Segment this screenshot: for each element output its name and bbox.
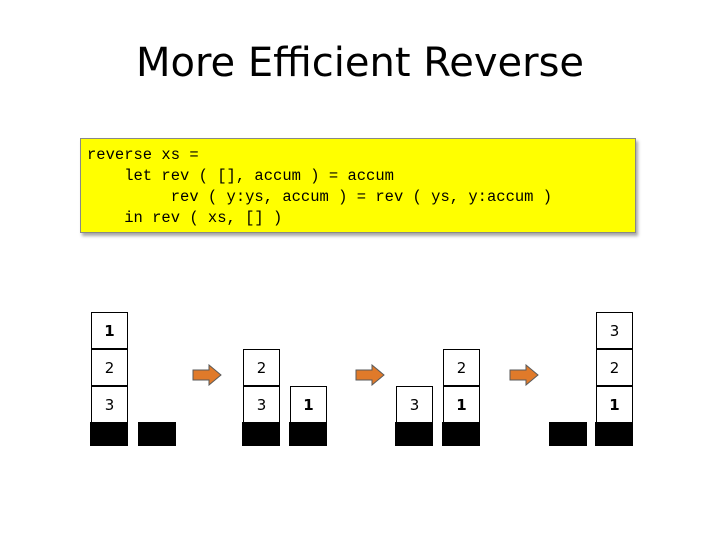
stack-base [595, 422, 633, 446]
stack-cell: 3 [243, 386, 280, 423]
stack-base [138, 422, 176, 446]
slide-title: More Efficient Reverse [135, 40, 585, 86]
stack-base [289, 422, 327, 446]
stack-cell: 1 [290, 386, 327, 423]
stack-base [90, 422, 128, 446]
code-line: in rev ( xs, [] ) [87, 209, 283, 227]
stack-cell: 2 [91, 349, 128, 386]
stack-base [242, 422, 280, 446]
stack-cell: 1 [596, 386, 633, 423]
code-block: reverse xs = let rev ( [], accum ) = acc… [80, 138, 636, 233]
code-line: rev ( y:ys, accum ) = rev ( ys, y:accum … [87, 188, 553, 206]
stack-cell: 3 [596, 312, 633, 349]
code-line: reverse xs = [87, 146, 199, 164]
stack-cell: 1 [443, 386, 480, 423]
stack-base [442, 422, 480, 446]
stack-base [395, 422, 433, 446]
stack-cell: 2 [243, 349, 280, 386]
stack-cell: 2 [596, 349, 633, 386]
right-arrow-icon [355, 364, 385, 386]
stack-cell: 3 [396, 386, 433, 423]
right-arrow-icon [192, 364, 222, 386]
stack-base [549, 422, 587, 446]
stack-cell: 1 [91, 312, 128, 349]
code-line: let rev ( [], accum ) = accum [87, 167, 394, 185]
stack-cell: 3 [91, 386, 128, 423]
right-arrow-icon [509, 364, 539, 386]
stack-cell: 2 [443, 349, 480, 386]
